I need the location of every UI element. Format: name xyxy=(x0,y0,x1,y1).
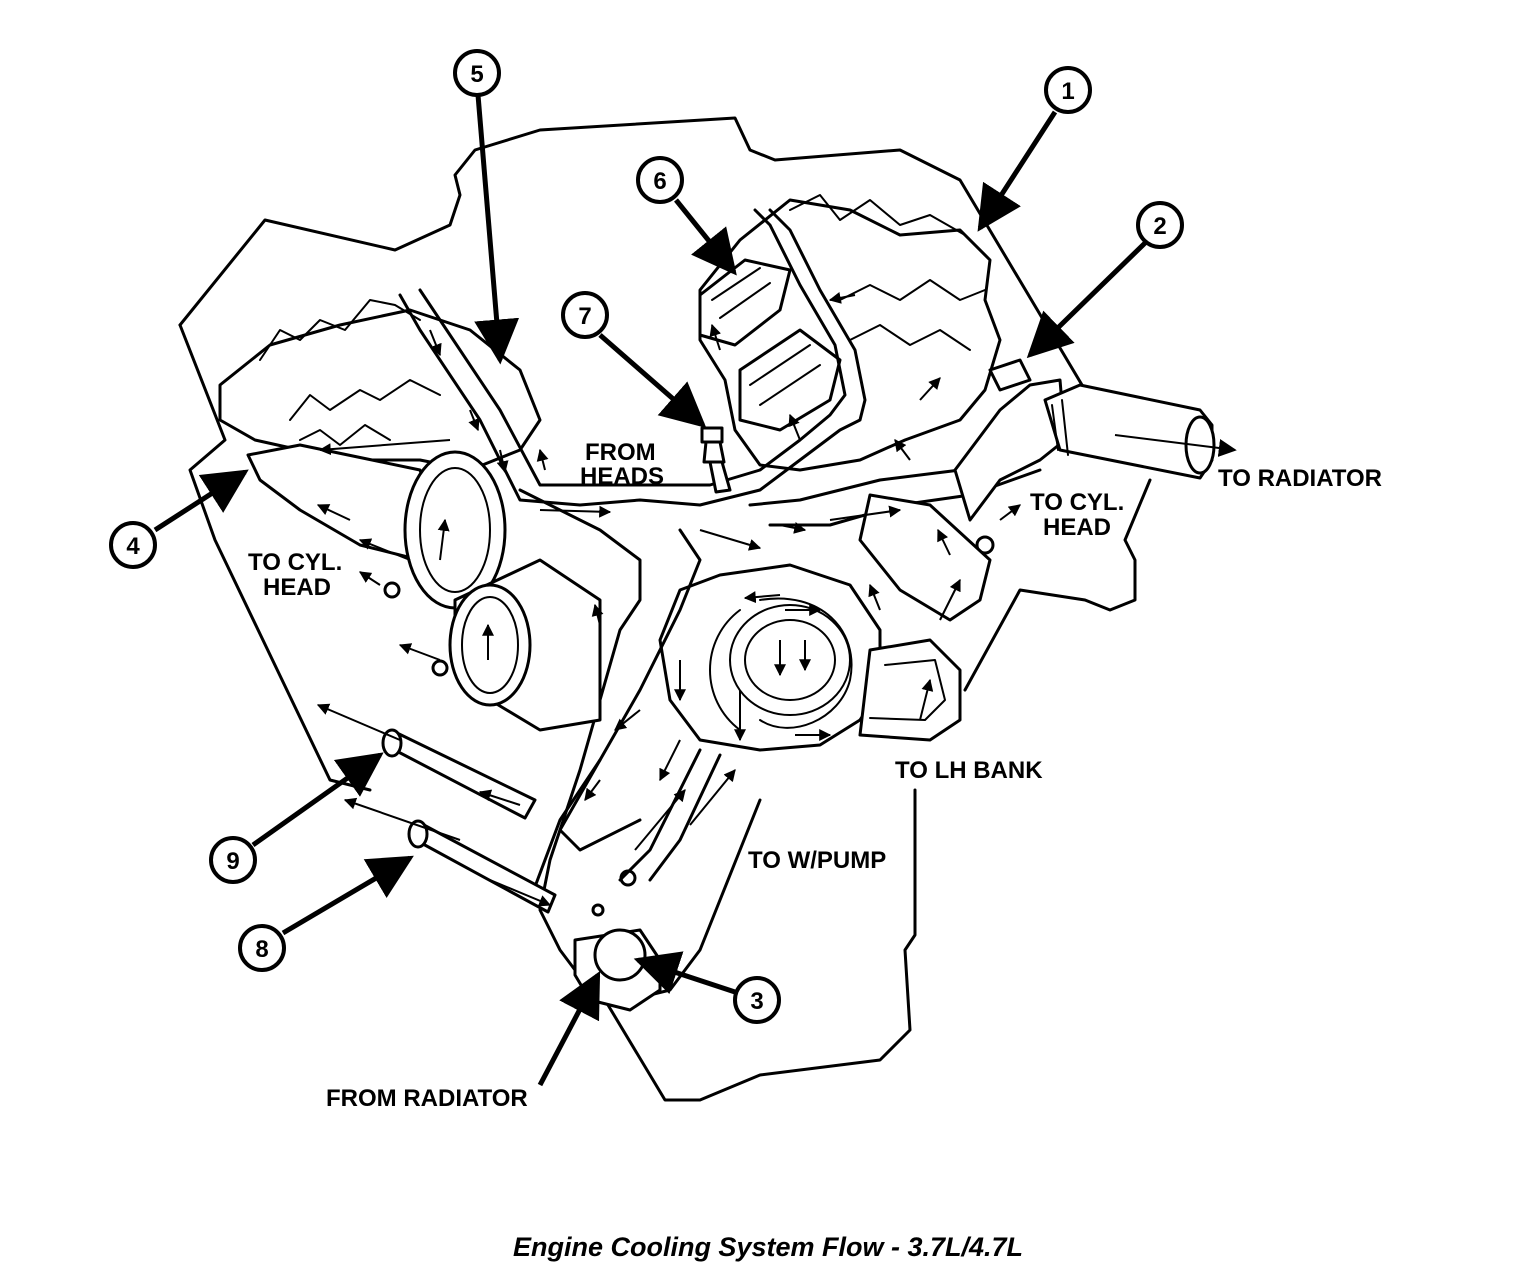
to-radiator-label: TO RADIATOR xyxy=(1218,465,1382,492)
callout-1-number: 1 xyxy=(1061,78,1074,105)
thermostat-housing xyxy=(953,358,1216,522)
figure-caption: Engine Cooling System Flow - 3.7L/4.7L xyxy=(512,1232,1024,1262)
engine-outline xyxy=(178,116,1152,1102)
callout-9: 9 xyxy=(209,836,257,884)
callout-2: 2 xyxy=(1136,201,1184,249)
callout-3: 3 xyxy=(733,976,781,1024)
callout-8-number: 8 xyxy=(255,936,268,963)
to-lh-bank-label: TO LH BANK xyxy=(895,757,1043,784)
callout-7-number: 7 xyxy=(578,303,591,330)
from-radiator-label: FROM RADIATOR xyxy=(326,1085,528,1112)
callout-8: 8 xyxy=(238,924,286,972)
to-cyl-head-right-label-line2: HEAD xyxy=(1043,514,1111,541)
callouts: 1 2 3 4 5 6 7 8 xyxy=(109,49,1184,1024)
callout-5-number: 5 xyxy=(470,61,483,88)
flow-arrows xyxy=(316,291,1237,907)
temperature-sensor xyxy=(700,426,732,494)
to-cyl-head-left-label-line1: TO CYL. xyxy=(248,549,342,576)
callout-6-number: 6 xyxy=(653,168,666,195)
leader-lines xyxy=(153,94,1147,1087)
callout-1: 1 xyxy=(1044,66,1092,114)
front-cover xyxy=(518,488,762,1012)
from-heads-label-line1: FROM xyxy=(585,439,656,466)
to-cyl-head-right-label-line1: TO CYL. xyxy=(1030,489,1124,516)
callout-5: 5 xyxy=(453,49,501,97)
callout-9-number: 9 xyxy=(226,848,239,875)
to-wpump-label: TO W/PUMP xyxy=(748,847,886,874)
callout-6: 6 xyxy=(636,156,684,204)
water-pump xyxy=(658,563,962,752)
right-cylinder-head xyxy=(698,194,1002,555)
callout-7: 7 xyxy=(561,291,609,339)
callout-3-number: 3 xyxy=(750,988,763,1015)
callout-4-number: 4 xyxy=(126,533,140,560)
from-heads-label-line2: HEADS xyxy=(580,463,664,490)
callout-2-number: 2 xyxy=(1153,213,1166,240)
diagram-labels: FROM HEADS TO RADIATOR TO CYL. HEAD TO C… xyxy=(248,439,1382,1112)
to-cyl-head-left-label-line2: HEAD xyxy=(263,574,331,601)
callout-4: 4 xyxy=(109,521,157,569)
heater-hoses xyxy=(381,728,557,914)
